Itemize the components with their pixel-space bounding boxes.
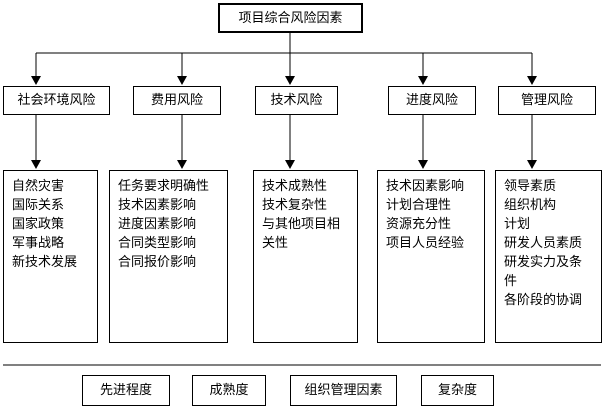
risk-item: 新技术发展	[12, 255, 78, 270]
risk-item: 研发实力及条件	[504, 255, 583, 289]
footer-label: 先进程度	[99, 383, 152, 398]
branch-label: 技术风险	[270, 93, 323, 108]
risk-item: 组织机构	[504, 198, 557, 213]
footer-box-complexity: 复杂度	[421, 375, 494, 406]
footer-label: 复杂度	[437, 383, 477, 398]
risk-item: 进度因素影响	[118, 217, 197, 232]
branch-box-management-risk: 管理风险	[498, 86, 596, 115]
risk-item: 与其他项目相关性	[262, 217, 341, 251]
branch-box-schedule-risk: 进度风险	[388, 86, 476, 115]
risk-item: 合同类型影响	[118, 236, 197, 251]
detail-box-schedule-risk: 技术因素影响计划合理性资源充分性项目人员经验	[377, 170, 485, 343]
risk-item: 计划	[504, 217, 531, 232]
risk-item: 技术复杂性	[262, 198, 328, 213]
footer-box-advancement-degree: 先进程度	[82, 375, 170, 406]
risk-item: 技术因素影响	[118, 198, 197, 213]
risk-item: 计划合理性	[386, 198, 452, 213]
risk-item: 各阶段的协调	[504, 293, 583, 308]
detail-box-cost-risk: 任务要求明确性技术因素影响进度因素影响合同类型影响合同报价影响	[109, 170, 228, 343]
risk-item: 领导素质	[504, 179, 557, 194]
risk-item: 国际关系	[12, 198, 65, 213]
branch-label: 费用风险	[150, 93, 203, 108]
detail-box-management-risk: 领导素质组织机构计划研发人员素质研发实力及条件各阶段的协调	[495, 170, 602, 343]
branch-box-social-environment-risk: 社会环境风险	[3, 86, 110, 115]
risk-item: 项目人员经验	[386, 236, 465, 251]
risk-item: 资源充分性	[386, 217, 452, 232]
footer-label: 组织管理因素	[304, 383, 383, 398]
branch-box-cost-risk: 费用风险	[133, 86, 221, 115]
footer-label: 成熟度	[209, 383, 249, 398]
root-label: 项目综合风险因素	[238, 10, 343, 26]
branch-label: 进度风险	[405, 93, 458, 108]
risk-item: 技术因素影响	[386, 179, 465, 194]
detail-box-technology-risk: 技术成熟性技术复杂性与其他项目相关性	[253, 170, 358, 343]
footer-box-maturity: 成熟度	[192, 375, 266, 406]
risk-item: 合同报价影响	[118, 255, 197, 270]
root-box: 项目综合风险因素	[218, 3, 363, 33]
risk-item: 自然灾害	[12, 179, 65, 194]
branch-label: 管理风险	[520, 93, 573, 108]
risk-item: 研发人员素质	[504, 236, 583, 251]
risk-item: 国家政策	[12, 217, 65, 232]
risk-item: 任务要求明确性	[118, 179, 210, 194]
detail-box-social-environment-risk: 自然灾害国际关系国家政策军事战略新技术发展	[3, 170, 98, 343]
branch-box-technology-risk: 技术风险	[255, 86, 338, 115]
footer-box-organization-management-factor: 组织管理因素	[290, 375, 397, 406]
risk-item: 军事战略	[12, 236, 65, 251]
risk-item: 技术成熟性	[262, 179, 328, 194]
branch-label: 社会环境风险	[17, 93, 96, 108]
